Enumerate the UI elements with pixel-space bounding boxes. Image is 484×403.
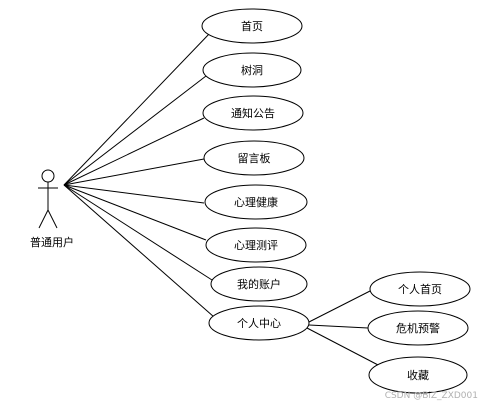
assoc-account [63,184,213,281]
usecase-test [205,227,307,263]
assoc-home [63,32,211,186]
usecase-message-label: 留言板 [238,151,271,165]
watermark: CSDN @BiZ_ZXD001 [385,391,478,401]
usecase-notice-label: 通知公告 [231,106,275,120]
actor-left-leg [38,209,49,229]
usecase-center-label: 个人中心 [237,317,281,330]
assoc-message [63,158,205,186]
assoc-personal-home [306,289,373,324]
usecase-personal-home [369,271,471,307]
actor-head [41,169,55,183]
assoc-crisis [308,324,369,329]
usecase-message [203,140,305,176]
usecase-home-label: 首页 [241,19,263,33]
usecase-favorites [368,356,468,394]
assoc-test [63,184,207,241]
usecase-personal-home-label: 个人首页 [398,282,442,296]
usecase-account-label: 我的账户 [237,277,281,291]
usecase-home [201,8,303,44]
assoc-treehole [63,75,207,186]
usecase-test-label: 心理测评 [234,239,278,252]
assoc-center [63,184,215,318]
usecase-treehole [202,52,302,88]
usecase-favorites-label: 收藏 [407,368,429,382]
assoc-health [63,184,205,204]
usecase-center [208,305,310,341]
assoc-favorites [306,327,381,367]
usecase-treehole-label: 树洞 [241,63,263,77]
usecase-health [204,184,308,220]
actor-label: 普通用户 [30,235,74,249]
actor-right-leg [47,209,58,229]
usecase-account [210,266,308,302]
usecase-crisis [367,310,469,346]
actor-figure [38,169,58,229]
associations [63,32,381,367]
assoc-notice [63,117,205,186]
usecase-crisis-label: 危机预警 [396,321,440,335]
usecase-health-label: 心理健康 [234,195,278,209]
usecase-notice [202,95,304,131]
